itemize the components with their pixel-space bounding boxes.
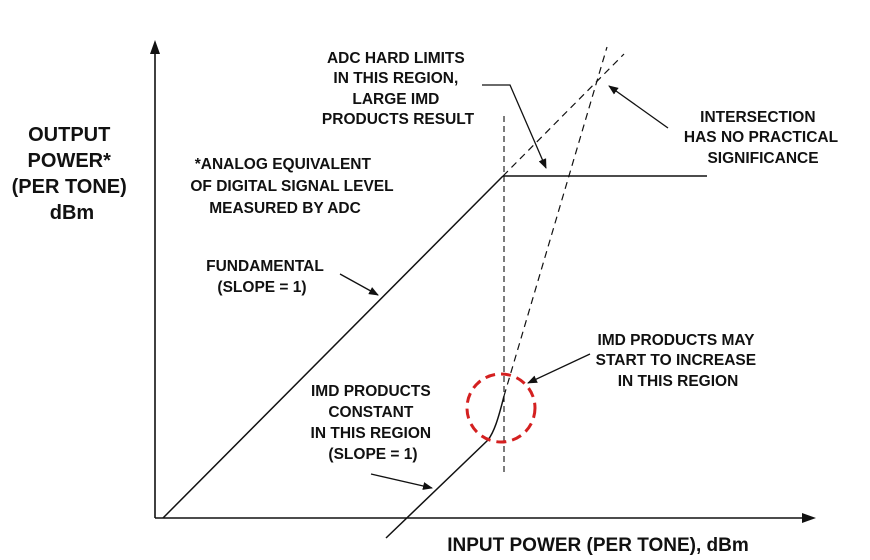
imd-extrapolation-dashed: [503, 46, 608, 397]
analog-equivalent-line-3: MEASURED BY ADC: [209, 200, 361, 217]
intersection-line-3: SIGNIFICANCE: [707, 150, 818, 167]
adc-hard-limits-line-2: IN THIS REGION,: [333, 70, 458, 87]
analog-equivalent-note: *ANALOG EQUIVALENT OF DIGITAL SIGNAL LEV…: [190, 156, 397, 217]
intersection-line-1: INTERSECTION: [700, 109, 815, 126]
y-axis-arrow-icon: [150, 40, 160, 54]
analog-equivalent-line-2: OF DIGITAL SIGNAL LEVEL: [190, 178, 393, 195]
fundamental-label: FUNDAMENTAL (SLOPE = 1): [206, 258, 328, 296]
imd-constant-line-3: IN THIS REGION: [311, 425, 432, 442]
adc-hard-limits-arrow: [482, 84, 547, 169]
imd-may-increase-label: IMD PRODUCTS MAY START TO INCREASE IN TH…: [596, 332, 761, 390]
y-axis-label-line-3: (PER TONE): [12, 176, 127, 198]
y-axis-label-line-1: OUTPUT: [28, 124, 110, 146]
x-axis-label: INPUT POWER (PER TONE), dBm: [447, 535, 749, 556]
imd-constant-line-4: (SLOPE = 1): [328, 446, 417, 463]
imd-transition-highlight-circle: [465, 372, 537, 444]
fundamental-line-2: (SLOPE = 1): [217, 279, 306, 296]
y-axis-label-line-2: POWER*: [28, 150, 112, 172]
fundamental-line-1: FUNDAMENTAL: [206, 258, 323, 275]
imd-constant-arrow: [370, 473, 433, 490]
adc-hard-limits-line-3: LARGE IMD: [352, 91, 439, 108]
fundamental-line: [162, 175, 504, 519]
imd-constant-line-1: IMD PRODUCTS: [311, 383, 431, 400]
x-axis-arrow-icon: [802, 513, 816, 523]
imd-may-increase-line-2: START TO INCREASE: [596, 352, 756, 369]
imd-transition-curve: [487, 395, 505, 441]
axes: [150, 40, 816, 523]
imd-may-increase-arrow: [527, 353, 591, 384]
fundamental-extrapolation-dashed: [502, 53, 625, 177]
intersection-label: INTERSECTION HAS NO PRACTICAL SIGNIFICAN…: [684, 109, 842, 167]
imd-may-increase-line-3: IN THIS REGION: [618, 373, 739, 390]
adc-hard-limits-line-4: PRODUCTS RESULT: [322, 111, 475, 128]
adc-hard-limits-line-1: ADC HARD LIMITS: [327, 50, 465, 67]
y-axis-label: OUTPUT POWER* (PER TONE) dBm: [12, 124, 133, 224]
imd-constant-label: IMD PRODUCTS CONSTANT IN THIS REGION (SL…: [311, 383, 436, 463]
imd-may-increase-line-1: IMD PRODUCTS MAY: [597, 332, 755, 349]
imd-constant-line-2: CONSTANT: [328, 404, 413, 421]
fundamental-arrow: [339, 273, 379, 296]
analog-equivalent-line-1: *ANALOG EQUIVALENT: [195, 156, 372, 173]
curves: [162, 46, 707, 539]
intersection-arrow: [608, 85, 669, 129]
intersection-line-2: HAS NO PRACTICAL: [684, 129, 838, 146]
imd-constant-line: [385, 439, 489, 539]
annotation-arrows: [339, 84, 669, 490]
y-axis-label-line-4: dBm: [50, 202, 94, 224]
adc-hard-limits-label: ADC HARD LIMITS IN THIS REGION, LARGE IM…: [322, 50, 475, 128]
